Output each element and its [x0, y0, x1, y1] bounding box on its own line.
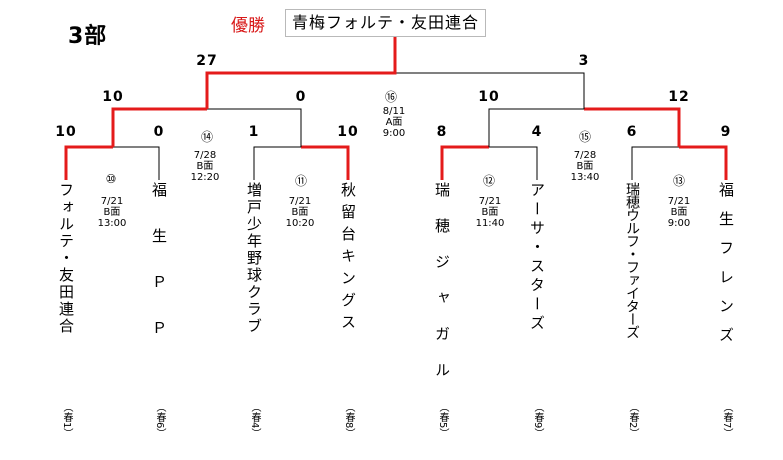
- match-court: B面: [576, 161, 594, 172]
- team-seed: （春4）: [249, 402, 260, 439]
- match-time: 11:40: [475, 218, 505, 229]
- match-date: 8/11: [382, 106, 406, 117]
- team-seed: （春8）: [343, 402, 354, 439]
- match-number: ⑪: [294, 174, 308, 188]
- match-date: 7/21: [667, 196, 691, 207]
- match-time: 10:20: [285, 218, 315, 229]
- match-number: ⑫: [482, 174, 496, 188]
- score-round2: 10: [478, 89, 500, 105]
- team-seed: （春7）: [721, 402, 732, 439]
- bracket-line: [253, 146, 301, 180]
- match-date: 7/21: [288, 196, 312, 207]
- match-info: 7/21 B面 9:00: [668, 196, 690, 229]
- team-name: 秋留台キングス: [339, 182, 357, 336]
- score-round1: 4: [531, 124, 543, 140]
- match-number: ⑩: [105, 172, 117, 186]
- bracket-line: [113, 146, 160, 180]
- team-seed: （春1）: [61, 402, 72, 439]
- team-name: フォルテ・友田連合: [57, 182, 75, 335]
- bracket-line: [395, 72, 585, 109]
- bracket-line: [488, 108, 584, 147]
- score-round1: 0: [153, 124, 165, 140]
- match-date: 7/21: [100, 196, 124, 207]
- match-time: 12:20: [190, 172, 220, 183]
- team-name: アーサ・スターズ: [528, 182, 546, 334]
- team-name: 瑞穂ジャガル: [433, 182, 451, 398]
- bracket-line-winner: [440, 145, 489, 180]
- match-date: 7/28: [193, 150, 217, 161]
- match-number: ⑭: [200, 130, 214, 144]
- match-time: 9:00: [382, 128, 406, 139]
- bracket-line-winner: [111, 107, 207, 147]
- score-round1: 9: [720, 124, 732, 140]
- match-number: ⑯: [384, 90, 398, 104]
- match-time: 13:00: [97, 218, 127, 229]
- score-round2: 0: [295, 89, 307, 105]
- match-info: 8/11 A面 9:00: [383, 106, 405, 139]
- team-name: 増戸少年野球クラブ: [245, 182, 263, 335]
- match-date: 7/28: [573, 150, 597, 161]
- bracket-line-winner: [301, 145, 350, 180]
- bracket-line: [207, 108, 302, 147]
- match-court: B面: [103, 207, 121, 218]
- team-seed: （春5）: [437, 402, 448, 439]
- bracket-line: [489, 146, 538, 180]
- match-court: A面: [385, 117, 403, 128]
- team-seed: （春9）: [532, 402, 543, 439]
- score-final: 3: [578, 53, 590, 69]
- match-time: 9:00: [667, 218, 691, 229]
- match-info: 7/21 B面 11:40: [476, 196, 505, 229]
- match-info: 7/28 B面 13:40: [571, 150, 600, 183]
- bracket-line-winner: [584, 107, 681, 147]
- division-title: 3部: [68, 24, 108, 49]
- score-round1: 10: [337, 124, 359, 140]
- match-date: 7/21: [478, 196, 502, 207]
- match-info: 7/21 B面 10:20: [286, 196, 315, 229]
- team-name: 福生フレンズ: [717, 182, 735, 356]
- champion-label: 優勝: [231, 16, 265, 36]
- match-court: B面: [481, 207, 499, 218]
- bracket-line: [631, 146, 679, 180]
- match-number: ⑮: [578, 130, 592, 144]
- team-name: 瑞穂ウルフ・ファイターズ: [624, 182, 640, 338]
- match-court: B面: [196, 161, 214, 172]
- champion-team: 青梅フォルテ・友田連合: [285, 9, 487, 37]
- score-round1: 1: [248, 124, 260, 140]
- match-court: B面: [291, 207, 309, 218]
- score-round1: 6: [626, 124, 638, 140]
- match-court: B面: [670, 207, 688, 218]
- team-seed: （春2）: [627, 402, 638, 439]
- match-number: ⑬: [672, 174, 686, 188]
- score-round1: 10: [55, 124, 77, 140]
- bracket-line-winner: [205, 36, 397, 109]
- match-info: 7/21 B面 13:00: [98, 196, 127, 229]
- score-round2: 12: [668, 89, 690, 105]
- match-time: 13:40: [570, 172, 600, 183]
- score-round1: 8: [436, 124, 448, 140]
- team-name: 福生ＰＰ: [150, 182, 168, 366]
- score-final: 27: [196, 53, 218, 69]
- team-seed: （春6）: [154, 402, 165, 439]
- score-round2: 10: [102, 89, 124, 105]
- match-info: 7/28 B面 12:20: [191, 150, 220, 183]
- bracket-line-winner: [64, 145, 113, 180]
- bracket-line-winner: [679, 145, 728, 180]
